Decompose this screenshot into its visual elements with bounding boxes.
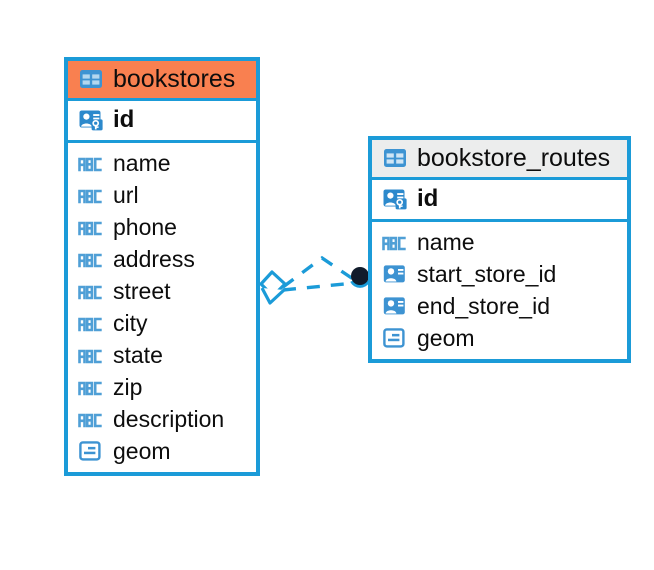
table-icon <box>382 145 408 171</box>
field-label: name <box>417 229 475 255</box>
entity-bookstore-routes-primary-key-row[interactable]: id <box>372 177 627 222</box>
field-row[interactable]: name <box>68 147 256 179</box>
field-row[interactable]: phone <box>68 211 256 243</box>
relationship-line-lower <box>282 281 356 292</box>
field-row[interactable]: state <box>68 339 256 371</box>
field-row[interactable]: end_store_id <box>372 290 627 322</box>
field-row[interactable]: street <box>68 275 256 307</box>
field-row[interactable]: geom <box>372 322 627 354</box>
field-label: state <box>113 342 163 369</box>
field-label: street <box>113 278 171 305</box>
geometry-type-icon <box>78 438 104 464</box>
field-row[interactable]: geom <box>68 435 256 467</box>
text-type-icon <box>78 278 104 304</box>
field-row[interactable]: url <box>68 179 256 211</box>
entity-bookstores-primary-key-row[interactable]: id <box>68 98 256 143</box>
field-label: address <box>113 246 195 273</box>
field-label: url <box>113 182 139 209</box>
table-icon <box>78 66 104 92</box>
field-row[interactable]: zip <box>68 371 256 403</box>
field-label: geom <box>417 325 475 352</box>
field-row[interactable]: start_store_id <box>372 258 627 290</box>
field-label: name <box>113 150 171 176</box>
text-type-icon <box>78 150 104 176</box>
entity-bookstore-routes[interactable]: bookstore_routes id <box>368 136 631 364</box>
text-type-icon <box>78 246 104 272</box>
entity-bookstore-routes-header[interactable]: bookstore_routes <box>372 140 627 177</box>
field-label: description <box>113 406 225 433</box>
field-row[interactable]: address <box>68 243 256 275</box>
field-label: geom <box>113 438 171 465</box>
text-type-icon <box>78 374 104 400</box>
text-type-icon <box>78 342 104 368</box>
foreign-key-icon <box>382 293 408 319</box>
entity-bookstores-title: bookstores <box>113 64 236 93</box>
relationship-target-symbol <box>350 267 370 288</box>
entity-bookstores-fields: name url phone address street city state zip des… <box>68 143 256 472</box>
field-row[interactable]: city <box>68 307 256 339</box>
entity-bookstores[interactable]: bookstores id <box>64 57 260 477</box>
text-type-icon <box>78 310 104 336</box>
field-label: start_store_id <box>417 261 557 288</box>
field-label: end_store_id <box>417 293 550 320</box>
field-row[interactable]: description <box>68 403 256 435</box>
foreign-key-icon <box>382 261 408 287</box>
field-row[interactable]: name <box>372 226 627 258</box>
entity-bookstore-routes-title: bookstore_routes <box>417 143 611 172</box>
entity-bookstores-primary-key-label: id <box>113 106 135 133</box>
text-type-icon <box>78 214 104 240</box>
primary-key-icon <box>78 107 104 133</box>
text-type-icon <box>78 182 104 208</box>
text-type-icon <box>78 406 104 432</box>
field-label: zip <box>113 374 143 401</box>
relationship-source-symbol <box>259 270 287 305</box>
primary-key-icon <box>382 186 408 212</box>
geometry-type-icon <box>382 325 408 351</box>
field-label: city <box>113 310 148 337</box>
entity-bookstore-routes-primary-key-label: id <box>417 185 439 212</box>
text-type-icon <box>382 229 408 255</box>
field-label: phone <box>113 214 177 241</box>
entity-bookstores-header[interactable]: bookstores <box>68 61 256 98</box>
relationship-line-upper <box>281 255 357 289</box>
